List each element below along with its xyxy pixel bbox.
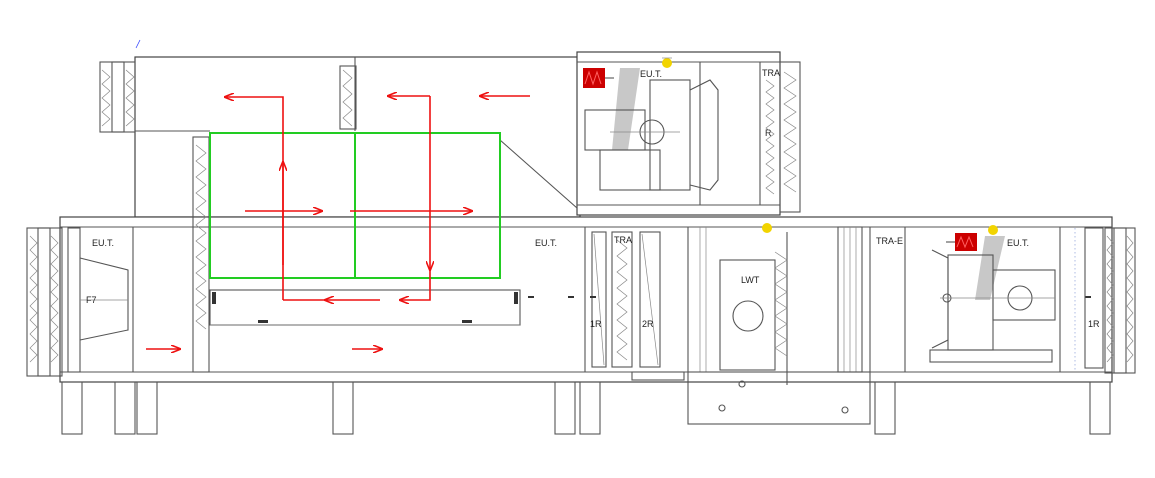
label-2r: 2R: [642, 319, 654, 329]
heater-right-icon: [946, 233, 977, 251]
drain-tray: [687, 371, 871, 425]
airflow-arrow-icon: [400, 270, 431, 300]
lower-unit: EU.T. F7 EU.T.: [26, 136, 1136, 435]
label-tra-mid: TRA: [614, 235, 632, 245]
support-legs: [61, 381, 1111, 435]
humidifier-section: [699, 226, 863, 385]
top-right-damper-icon: [779, 61, 801, 213]
label-eut-mid: EU.T.: [535, 238, 557, 248]
left-damper-icon: [26, 227, 63, 377]
top-left-damper-icon: [99, 61, 136, 133]
fan-icon: [584, 79, 719, 191]
label-eut-left: EU.T.: [92, 238, 114, 248]
upper-damper-icon: [339, 65, 357, 130]
airflow-arrows: [146, 96, 530, 349]
coil-section: [591, 231, 685, 381]
top-fan-shadow: [612, 68, 640, 150]
label-r-top: R: [765, 128, 772, 138]
label-eut-top: EU.T.: [640, 69, 662, 79]
lamp-right-icon: [988, 225, 998, 235]
label-1r: 1R: [590, 319, 602, 329]
label-tra-top: TRA: [762, 68, 780, 78]
label-tra-e: TRA-E: [876, 236, 903, 246]
lamp-icon: [662, 57, 672, 68]
fan-right-icon: [929, 249, 1056, 363]
label-r-right: 1R: [1088, 319, 1100, 329]
bag-filter-icon: [67, 227, 129, 373]
label-lwt: LWT: [741, 275, 760, 285]
label-eut-right: EU.T.: [1007, 238, 1029, 248]
heat-exchanger: [209, 132, 501, 279]
heater-icon: [583, 68, 614, 88]
label-f7: F7: [86, 295, 97, 305]
filter-icon: [765, 79, 775, 195]
right-fan-shadow: [975, 236, 1005, 300]
lamp-mid-icon: [762, 223, 772, 233]
upper-unit: EU.T. TRA R: [99, 39, 801, 218]
right-damper-icon: [1084, 227, 1136, 374]
